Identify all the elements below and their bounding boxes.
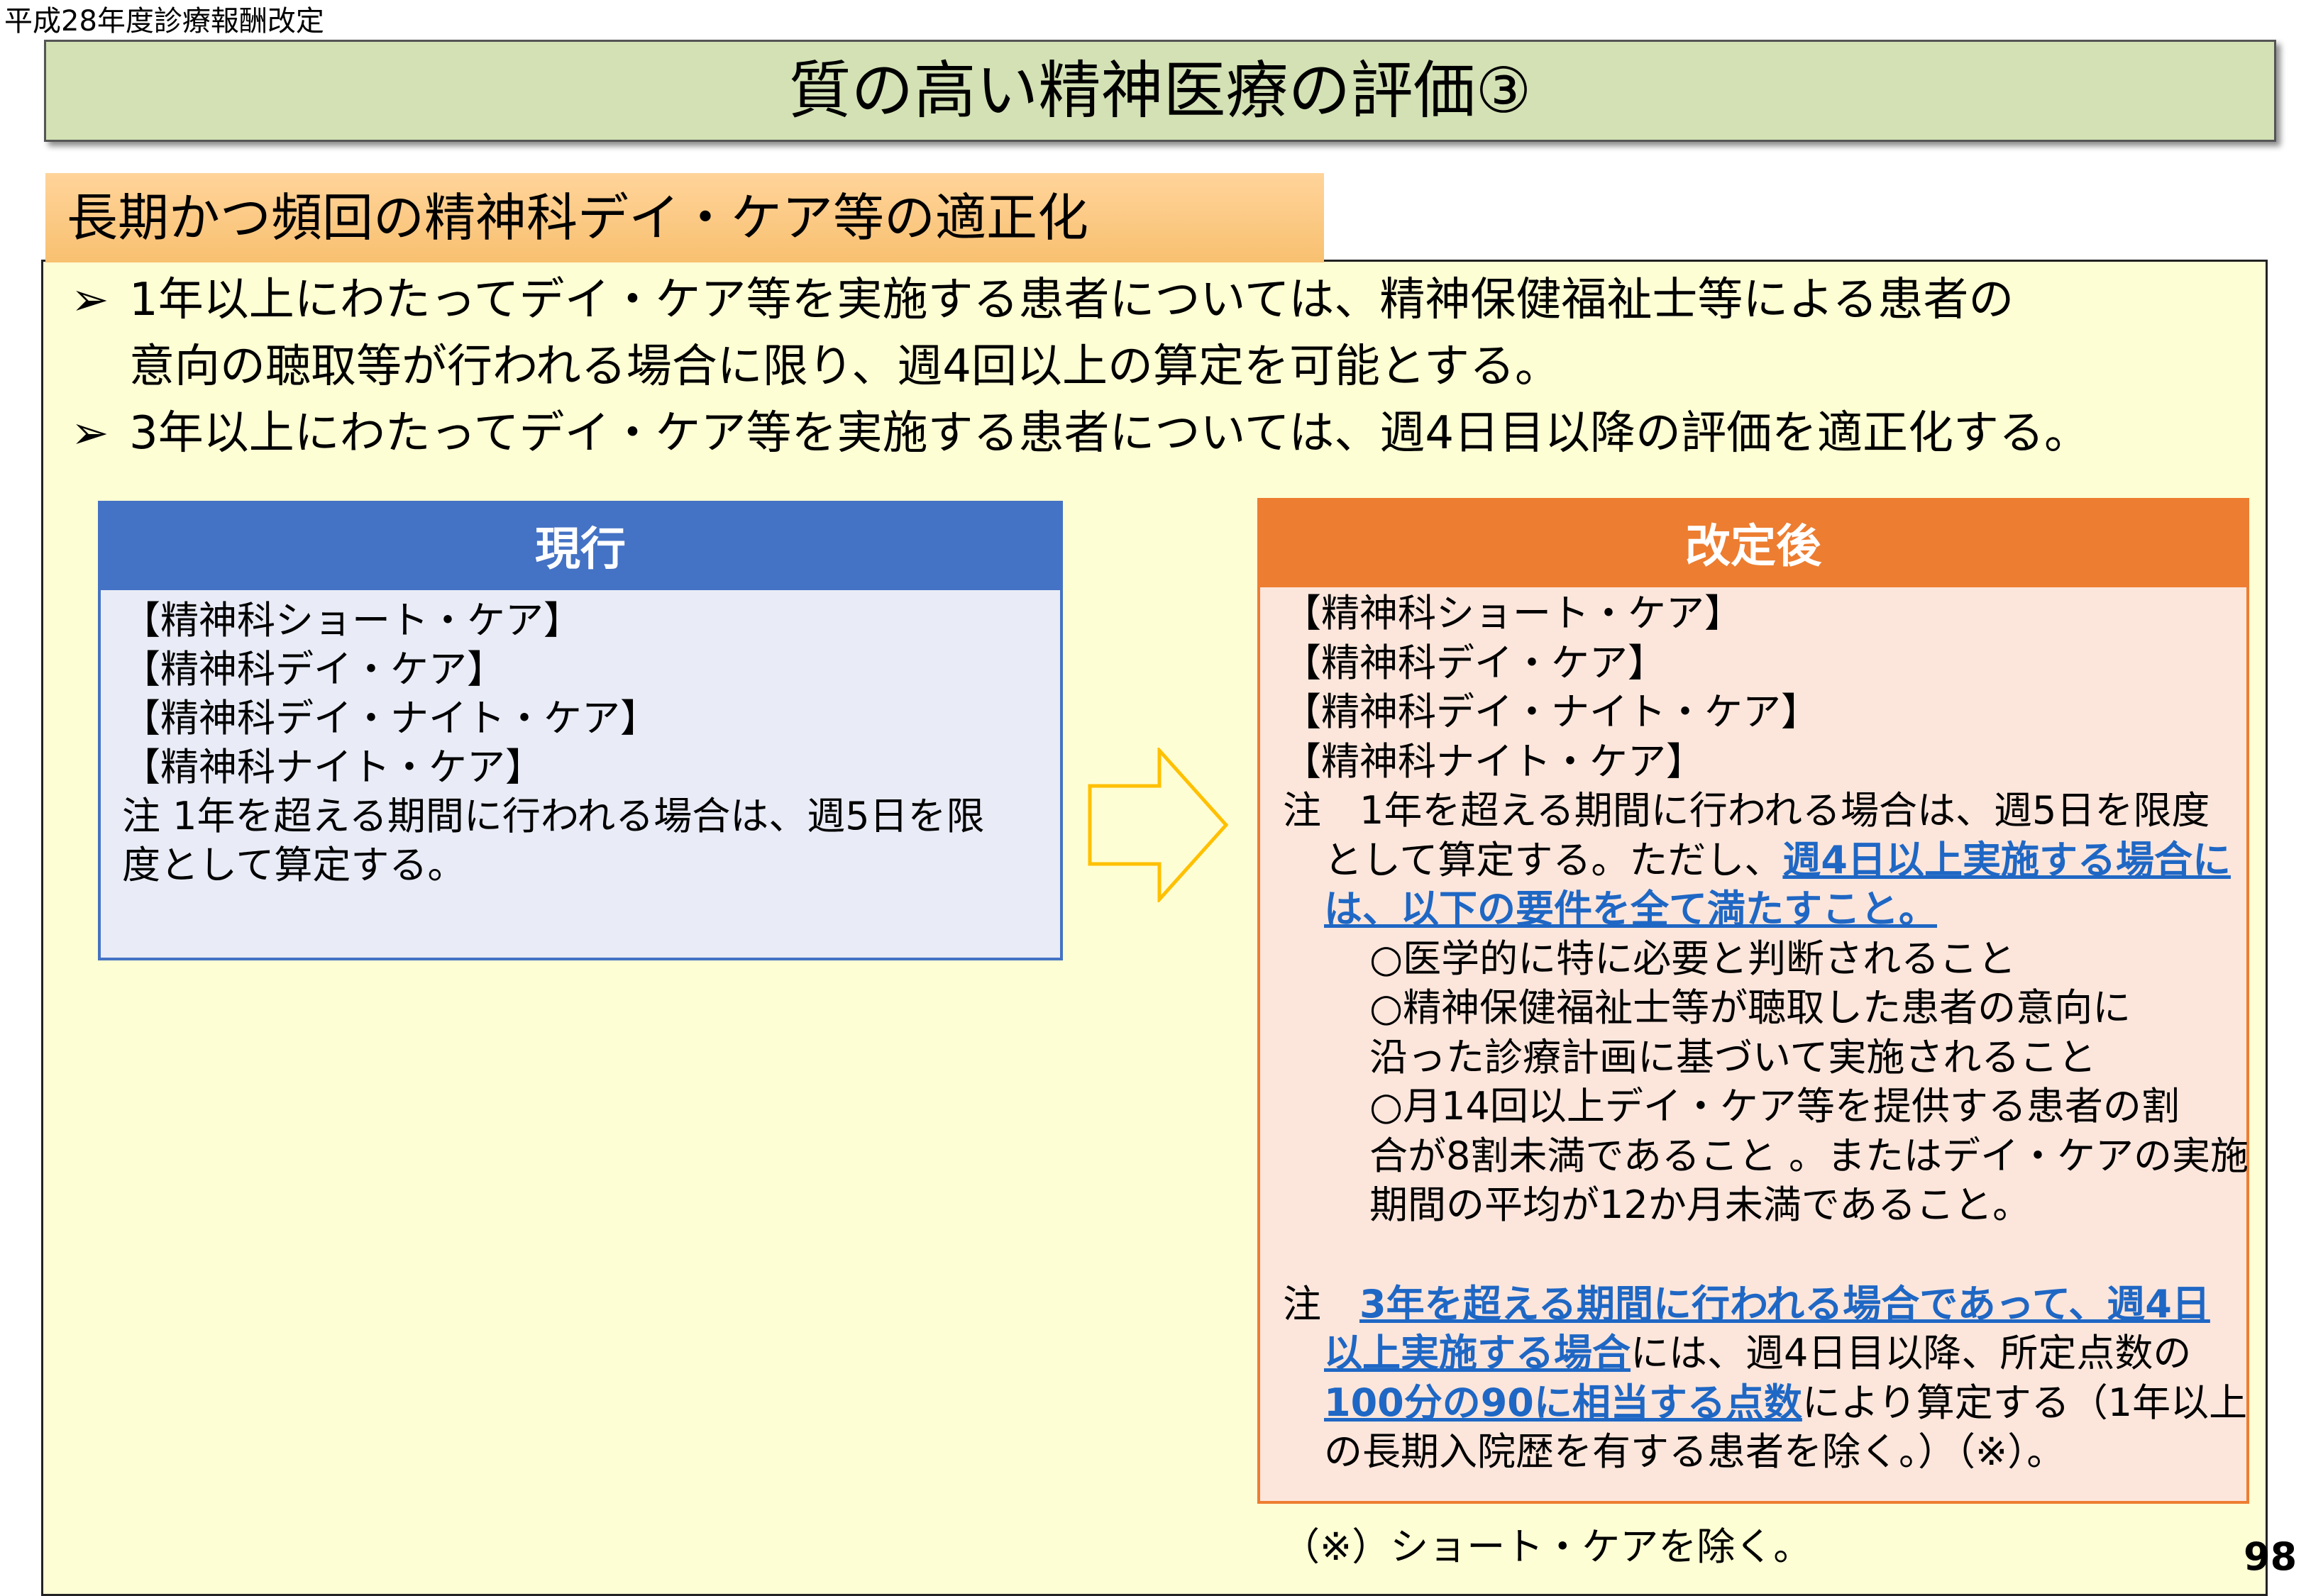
document-tag: 平成28年度診療報酬改定 [4, 5, 324, 38]
page-title: 質の高い精神医療の評価③ [788, 54, 1532, 127]
requirement-2-line-1: ○精神保健福祉士等が聴取した患者の意向に [1369, 985, 2131, 1030]
section-heading: 長期かつ頻回の精神科デイ・ケア等の適正化 [45, 173, 1324, 262]
bullet-arrow-icon: ➢ [71, 407, 109, 460]
bullet-item-2: ➢ 3年以上にわたってデイ・ケア等を実施する患者については、週4日目以降の評価を… [71, 400, 2090, 467]
bullet-1-line-2: 意向の聴取等が行われる場合に限り、週4回以上の算定を可能とする。 [129, 340, 1561, 393]
current-header: 現行 [98, 501, 1063, 590]
current-item-day-night-care: 【精神科デイ・ナイト・ケア】 [122, 696, 658, 741]
revised-body: 【精神科ショート・ケア】 【精神科デイ・ケア】 【精神科デイ・ナイト・ケア】 【… [1257, 587, 2249, 1504]
current-body: 【精神科ショート・ケア】 【精神科デイ・ケア】 【精神科デイ・ナイト・ケア】 【… [98, 590, 1063, 960]
bullet-item-1: ➢ 1年以上にわたってデイ・ケア等を実施する患者については、精神保健福祉士等によ… [71, 267, 2014, 400]
bullet-1-line-1: 1年以上にわたってデイ・ケア等を実施する患者については、精神保健福祉士等による患… [129, 274, 2014, 326]
revised-note2-line-1: 注 3年を超える期間に行われる場合であって、週4日 [1283, 1280, 2229, 1329]
current-item-day-care: 【精神科デイ・ケア】 [122, 647, 505, 692]
revised-item-day-care: 【精神科デイ・ケア】 [1283, 640, 1666, 685]
requirement-3-line-1: ○月14回以上デイ・ケア等を提供する患者の割 [1369, 1084, 2180, 1129]
current-item-short-care: 【精神科ショート・ケア】 [122, 598, 582, 643]
requirement-3-line-2: 合が8割未満であること 。またはデイ・ケアの実施 [1369, 1133, 2249, 1178]
page-number: 98 [2244, 1534, 2297, 1579]
requirement-1: ○医学的に特に必要と判断されること [1369, 936, 2017, 981]
section-heading-text: 長期かつ頻回の精神科デイ・ケア等の適正化 [67, 188, 1089, 248]
revised-item-short-care: 【精神科ショート・ケア】 [1283, 591, 1743, 636]
requirement-3-line-3: 期間の平均が12か月未満であること。 [1369, 1182, 2031, 1227]
bullet-arrow-icon: ➢ [71, 274, 109, 326]
revised-note2-line-2: 以上実施する場合には、週4日目以降、所定点数の [1283, 1329, 2229, 1378]
current-note-line-1: 注 1年を超える期間に行われる場合は、週5日を限 [122, 794, 985, 838]
revised-item-day-night-care: 【精神科デイ・ナイト・ケア】 [1283, 689, 1819, 734]
revised-item-night-care: 【精神科ナイト・ケア】 [1283, 738, 1704, 784]
revised-note1-line-1: 注 1年を超える期間に行われる場合は、週5日を限度 [1283, 788, 2210, 833]
footnote: （※）ショート・ケアを除く。 [1281, 1524, 1812, 1569]
current-header-label: 現行 [535, 523, 626, 576]
bullet-2-line-1: 3年以上にわたってデイ・ケア等を実施する患者については、週4日目以降の評価を適正… [129, 407, 2090, 460]
title-bar: 質の高い精神医療の評価③ [44, 40, 2276, 142]
revised-note2-highlight: 3年を超える期間に行われる場合であって、週4日 [1359, 1281, 2210, 1326]
requirement-2-line-2: 沿った診療計画に基づいて実施されること [1369, 1034, 2097, 1080]
revised-note2-text: には、週4日目以降、所定点数の [1631, 1331, 2192, 1375]
revised-note2-line-4: の長期入院歴を有する患者を除く。）（※）。 [1324, 1429, 2065, 1474]
revised-note1-text: として算定する。ただし、 [1324, 837, 1783, 882]
revised-note1-highlight: 週4日以上実施する場合に [1782, 837, 2231, 882]
revised-header-label: 改定後 [1685, 521, 1821, 573]
revised-note2-highlight: 以上実施する場合 [1324, 1331, 1631, 1375]
revised-note2-text: により算定する（1年以上 [1802, 1380, 2248, 1425]
revised-note2-line-3: 100分の90に相当する点数により算定する（1年以上 [1283, 1378, 2247, 1428]
revised-note2-highlight: 100分の90に相当する点数 [1324, 1380, 1802, 1425]
right-arrow-icon [1088, 748, 1229, 902]
current-note-line-2: 度として算定する。 [122, 843, 466, 887]
current-item-night-care: 【精神科ナイト・ケア】 [122, 745, 544, 789]
revised-note1-line-2: として算定する。ただし、週4日以上実施する場合に [1283, 836, 2231, 885]
spacer [1283, 1230, 2229, 1280]
revised-note2-prefix: 注 [1283, 1281, 1359, 1326]
revised-note1-highlight: は、以下の要件を全て満たすこと。 [1324, 887, 1937, 931]
revised-header: 改定後 [1257, 498, 2249, 587]
revised-note1-line-3: は、以下の要件を全て満たすこと。 [1283, 885, 2229, 934]
